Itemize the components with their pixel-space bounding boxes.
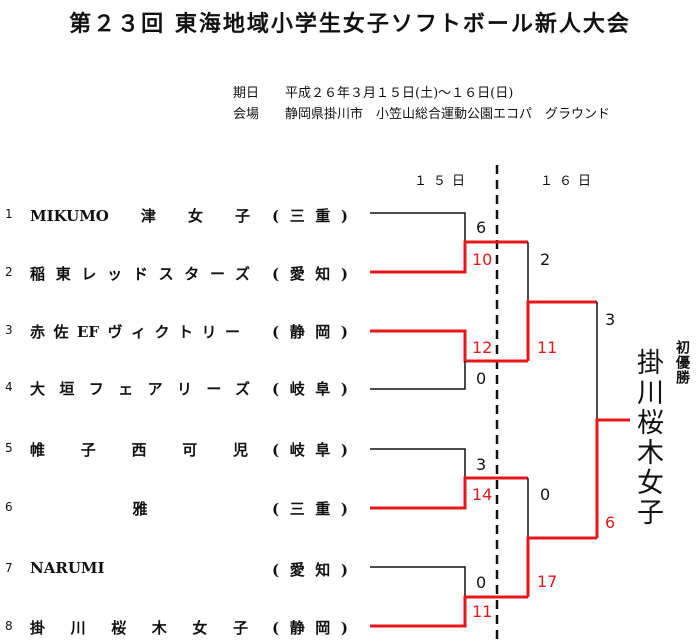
venue-label: 会場 (233, 107, 260, 122)
score-m3-bottom: 14 (472, 485, 493, 504)
team-name: 赤佐EFヴィクトリー (30, 323, 240, 341)
score-m2-top: 12 (472, 338, 493, 357)
date-row: 期日 平成２６年３月１５日(土)～１６日(日) (233, 82, 513, 101)
team-number: 2 (5, 265, 13, 279)
sf1-winner-line (526, 300, 597, 361)
m4-winner-line (370, 595, 528, 628)
round1-lines (370, 212, 528, 628)
team-number: 6 (5, 500, 13, 514)
team-number: 5 (5, 441, 13, 455)
date-label: 期日 (233, 86, 260, 101)
score-m1-bottom: 10 (472, 250, 493, 269)
score-final-top: 3 (605, 310, 616, 329)
team-number: 8 (5, 619, 13, 633)
team-prefecture: (三重) (272, 500, 348, 518)
m4-loser-line (370, 566, 466, 597)
team-prefecture: (岐阜) (272, 441, 348, 459)
m1-loser-line (370, 212, 466, 242)
final-winner-line (595, 418, 630, 538)
score-sf2-top: 0 (540, 485, 551, 504)
team-prefecture: (愛知) (272, 561, 348, 579)
score-sf2-bottom: 17 (537, 572, 558, 591)
team-name: 大垣フェアリーズ (30, 380, 250, 398)
team-name: 帷子西可児 (30, 441, 248, 459)
team-name: NARUMI (30, 559, 105, 577)
champion-name: 掛川桜木女子 (632, 348, 663, 528)
day2-header: １６日 (540, 174, 598, 189)
team-prefecture: (愛知) (272, 265, 348, 283)
score-m1-top: 6 (476, 218, 487, 237)
team-number: 3 (5, 323, 13, 337)
team-prefecture: (静岡) (272, 323, 348, 341)
score-m3-top: 3 (476, 455, 487, 474)
final-lines (595, 302, 630, 538)
team-prefecture: (静岡) (272, 619, 348, 637)
team-name: MIKUMO津女子 (30, 207, 250, 225)
score-sf1-bottom: 11 (537, 338, 558, 357)
champion-label: 初優勝 (674, 340, 690, 385)
team-prefecture: (三重) (272, 207, 348, 225)
m2-loser-line (370, 361, 466, 390)
team-name: 雅 (132, 500, 148, 518)
team-name: 掛川桜木女子 (30, 619, 248, 637)
score-m4-top: 0 (476, 573, 487, 592)
team-number: 7 (5, 561, 13, 575)
m3-loser-line (370, 448, 466, 478)
day1-header: １５日 (414, 174, 472, 189)
m2-winner-line (370, 329, 528, 363)
team-name: 稲東レッドスターズ (30, 265, 250, 283)
page-title: 第２３回 東海地域小学生女子ソフトボール新人大会 (69, 11, 631, 37)
score-final-bottom: 6 (605, 513, 616, 532)
score-m4-bottom: 11 (472, 602, 493, 621)
m3-winner-line (370, 476, 528, 510)
score-m2-bottom: 0 (476, 369, 487, 388)
m1-winner-line (370, 240, 528, 274)
date-value: 平成２６年３月１５日(土)～１６日(日) (285, 86, 514, 101)
venue-value: 静岡県掛川市 小笠山総合運動公園エコパ グラウンド (285, 107, 611, 122)
score-sf1-top: 2 (540, 250, 551, 269)
semifinal-lines (526, 242, 597, 597)
venue-row: 会場 静岡県掛川市 小笠山総合運動公園エコパ グラウンド (233, 103, 610, 122)
team-prefecture: (岐阜) (272, 380, 348, 398)
team-number: 4 (5, 380, 13, 394)
sf2-winner-line (526, 536, 597, 597)
team-number: 1 (5, 207, 13, 221)
